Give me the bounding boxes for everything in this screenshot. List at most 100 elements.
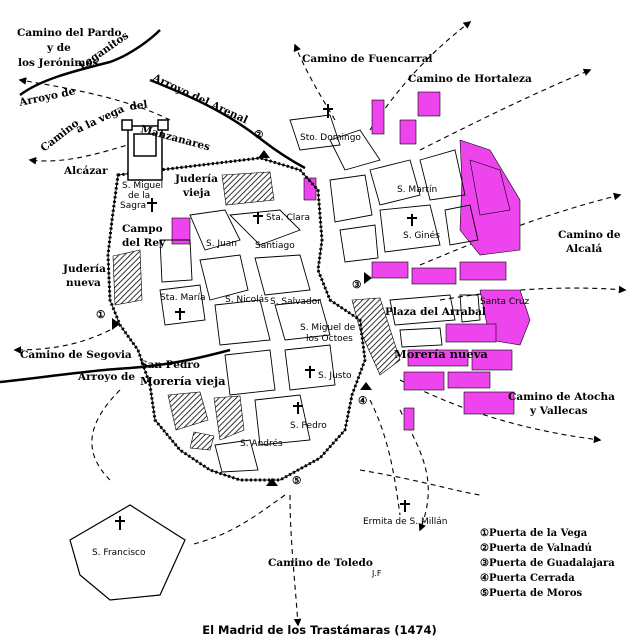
place-s-martin: S. Martín xyxy=(397,185,437,195)
author-signature: J.F xyxy=(372,569,382,578)
gate-numbers: ① ② ③ ④ ⑤ xyxy=(96,129,368,487)
place-sto-domingo: Sto. Domingo xyxy=(300,133,361,143)
juderia-vieja-hatch xyxy=(221,171,275,206)
road-label-pardo: Camino del Pardo xyxy=(17,27,122,39)
place-juderia-vieja-1: Judería xyxy=(174,173,218,185)
church-crosses xyxy=(115,104,417,530)
place-s-justo: S. Justo xyxy=(318,371,352,381)
place-s-pedro: S. Pedro xyxy=(290,421,327,431)
gate-triangle-icon xyxy=(112,318,120,330)
cross-icon xyxy=(293,402,303,414)
gate-markers xyxy=(112,150,372,486)
place-s-miguel-sagra-2: de la xyxy=(128,191,150,201)
stream-label-arenal: Arroyo del Arenal xyxy=(150,71,250,126)
cross-icon xyxy=(147,198,157,212)
gate-number-5: ⑤ xyxy=(292,475,302,487)
gate-triangle-icon xyxy=(364,272,372,284)
map-caption: El Madrid de los Trastámaras (1474) xyxy=(202,623,437,637)
stream-arenal xyxy=(149,78,306,170)
alcazar-fortress xyxy=(121,119,169,181)
gate-triangle-icon xyxy=(360,382,372,390)
place-s-miguel-octoes-2: los Octoes xyxy=(306,334,353,344)
cross-icon xyxy=(253,212,263,224)
legend-gate-1: ①Puerta de la Vega xyxy=(480,528,588,539)
gate-triangle-icon xyxy=(258,150,270,158)
road-label-toledo: Camino de Toledo xyxy=(268,557,373,569)
road-segovia-2 xyxy=(91,389,121,481)
road-segovia xyxy=(13,329,111,354)
road-label-alcala-1: Camino de xyxy=(558,229,621,241)
place-santa-cruz: Santa Cruz xyxy=(480,297,530,307)
stream-label-arroyo-de-2: Arroyo de xyxy=(77,371,135,383)
legend-gate-2: ②Puerta de Valnadú xyxy=(480,543,592,554)
place-s-miguel-sagra-1: S. Miguel xyxy=(122,181,163,191)
road-atocha xyxy=(399,379,602,444)
city-wall-inner xyxy=(107,157,366,481)
place-s-francisco: S. Francisco xyxy=(92,548,146,558)
gate-number-3: ③ xyxy=(352,279,362,291)
legend-gate-3: ③Puerta de Guadalajara xyxy=(480,558,615,569)
cross-icon xyxy=(115,516,125,530)
road-label-hortaleza: Camino de Hortaleza xyxy=(408,73,532,85)
road-east xyxy=(359,469,481,496)
road-alcala-2 xyxy=(439,285,627,301)
place-s-nicolas: S. Nicolás xyxy=(225,295,269,305)
moreria-nueva-hatch xyxy=(351,297,401,376)
street-blocks xyxy=(159,114,481,473)
road-label-pardo-2: y de xyxy=(46,42,71,54)
road-label-vega-1: Camino xyxy=(38,117,81,154)
gate-number-1: ① xyxy=(96,309,106,321)
place-s-miguel-octoes-1: S. Miguel de xyxy=(300,323,356,333)
place-labels: Alcázar S. Miguel de la Sagra Judería vi… xyxy=(62,133,530,558)
road-hortaleza xyxy=(419,68,592,151)
place-juderia-nueva-1: Judería xyxy=(62,263,106,275)
legend-gate-5: ⑤Puerta de Moros xyxy=(480,588,583,599)
place-s-miguel-sagra-3: Sagra xyxy=(120,201,146,211)
juderia-nueva-hatch xyxy=(112,249,143,306)
stream-san-pedro xyxy=(0,348,231,384)
roads xyxy=(13,21,627,627)
road-label-segovia: Camino de Segovia xyxy=(20,349,132,361)
stream-label-san-pedro: San Pedro xyxy=(140,359,200,371)
road-millan xyxy=(369,399,401,516)
cross-icon xyxy=(400,500,410,512)
cross-icon xyxy=(305,366,315,378)
road-label-pardo-3: los Jerónimos xyxy=(18,57,98,69)
place-moreria-nueva: Morería nueva xyxy=(394,347,488,361)
legend-gate-4: ④Puerta Cerrada xyxy=(480,573,575,584)
road-fuencarral xyxy=(293,43,336,121)
gate-triangle-icon xyxy=(266,478,278,486)
place-s-andres: S. Andrés xyxy=(240,438,283,449)
road-label-atocha-1: Camino de Atocha xyxy=(508,391,615,403)
cross-icon xyxy=(323,104,333,118)
gate-legend: ①Puerta de la Vega ②Puerta de Valnadú ③P… xyxy=(480,526,630,601)
moreria-vieja-hatch xyxy=(167,391,209,431)
place-sta-maria: Sta. María xyxy=(160,293,205,303)
road-label-alcala-2: Alcalá xyxy=(565,243,602,255)
streams xyxy=(0,29,306,384)
road-pardo xyxy=(18,77,171,121)
place-ermita-millan: Ermita de S. Millán xyxy=(363,517,447,527)
gate-number-2: ② xyxy=(254,129,264,141)
road-label-atocha-2: y Vallecas xyxy=(529,405,588,417)
place-sta-clara: Sta. Clara xyxy=(266,213,310,223)
road-vega xyxy=(28,134,161,165)
cross-icon xyxy=(407,214,417,226)
place-juderia-vieja-2: vieja xyxy=(182,187,211,199)
road-toledo-2 xyxy=(189,494,286,546)
place-plaza-arrabal: Plaza del Arrabal xyxy=(385,306,486,318)
place-juderia-nueva-2: nueva xyxy=(66,277,101,289)
road-label-vega-3: del xyxy=(129,99,149,113)
stream-leganitos xyxy=(19,29,161,97)
stream-label-arroyo-de: Arroyo de xyxy=(17,85,77,109)
place-s-salvador: S. Salvador xyxy=(270,297,321,307)
place-s-juan: S. Juan xyxy=(206,239,237,249)
place-campo-rey-2: del Rey xyxy=(122,237,166,249)
road-label-fuencarral: Camino de Fuencarral xyxy=(302,53,433,65)
place-s-gines: S. Ginés xyxy=(403,230,440,241)
place-moreria-vieja: Morería vieja xyxy=(140,374,226,388)
s-francisco-enclosure xyxy=(69,504,186,601)
road-toledo xyxy=(289,494,302,627)
road-se xyxy=(399,409,429,532)
